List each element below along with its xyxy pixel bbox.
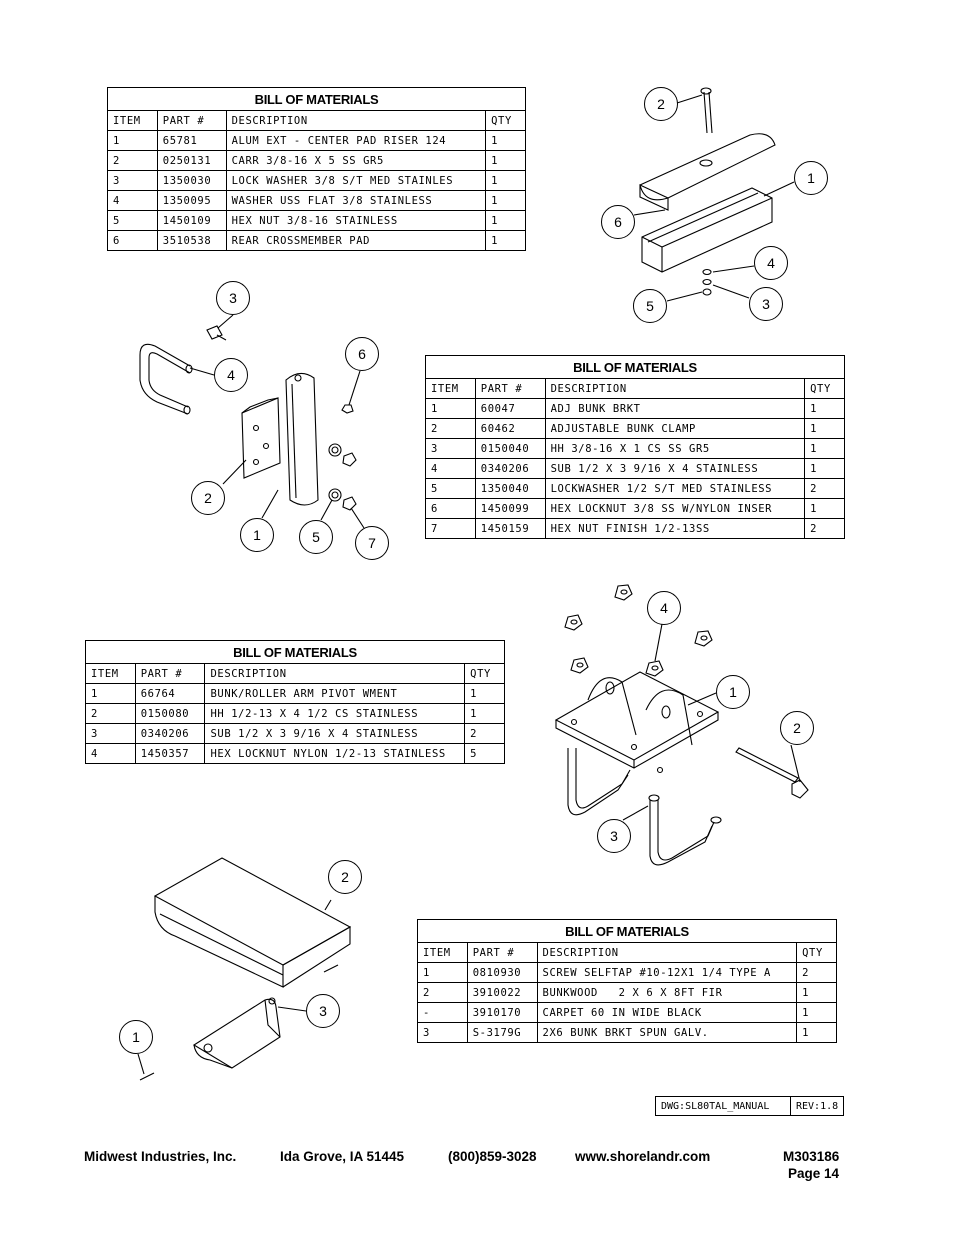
callout-bubble: 2	[780, 711, 814, 745]
drawing-bunkwood	[137, 857, 352, 1081]
footer-website: www.shorelandr.com	[575, 1149, 711, 1164]
footer-city: Ida Grove, IA 51445	[280, 1149, 405, 1164]
footer-page-number: Page 14	[788, 1166, 840, 1181]
footer-doc-number: M303186	[783, 1149, 840, 1164]
callout-bubble: 4	[647, 591, 681, 625]
callout-bubble: 4	[214, 358, 248, 392]
callout-bubble: 5	[633, 289, 667, 323]
callout-bubble: 1	[119, 1020, 153, 1054]
callout-bubble: 3	[306, 994, 340, 1028]
drawing-number: DWG:SL80TAL_MANUAL	[655, 1096, 791, 1116]
col-qty: QTY	[804, 378, 845, 399]
callout-bubble: 6	[345, 337, 379, 371]
col-description: DESCRIPTION	[536, 942, 798, 963]
callout-bubble: 5	[299, 520, 333, 554]
footer-company: Midwest Industries, Inc.	[84, 1149, 237, 1164]
callout-bubble: 2	[644, 87, 678, 121]
callout-bubble: 1	[794, 161, 828, 195]
bom-title: BILL OF MATERIALS	[107, 87, 526, 111]
bom-title: BILL OF MATERIALS	[425, 355, 845, 379]
callout-bubble: 1	[240, 518, 274, 552]
bom-table-2: BILL OF MATERIALS ITEM PART # DESCRIPTIO…	[425, 355, 845, 539]
callout-bubble: 2	[328, 860, 362, 894]
callout-bubble: 3	[749, 287, 783, 321]
revision: REV:1.8	[789, 1096, 845, 1116]
bom-table-3: BILL OF MATERIALS ITEM PART # DESCRIPTIO…	[85, 640, 505, 764]
callout-bubble: 2	[191, 481, 225, 515]
callout-bubble: 7	[355, 526, 389, 560]
bom-title: BILL OF MATERIALS	[417, 919, 837, 943]
bom-title: BILL OF MATERIALS	[85, 640, 505, 664]
drawing-info-box: DWG:SL80TAL_MANUAL REV:1.8	[655, 1096, 845, 1116]
col-part: PART #	[474, 378, 546, 399]
bom-table-1: BILL OF MATERIALS ITEM PART # DESCRIPTIO…	[107, 87, 526, 251]
col-item: ITEM	[107, 110, 158, 131]
drawing-adj-bunk-bracket	[139, 314, 365, 529]
col-qty: QTY	[485, 110, 526, 131]
drawing-center-pad-riser	[633, 87, 795, 302]
col-item: ITEM	[425, 378, 476, 399]
col-item: ITEM	[85, 663, 136, 684]
callout-bubble: 4	[754, 246, 788, 280]
callout-bubble: 3	[597, 819, 631, 853]
col-qty: QTY	[464, 663, 505, 684]
callout-bubble: 3	[216, 281, 250, 315]
callout-bubble: 1	[716, 675, 750, 709]
drawing-pivot-weldment	[554, 584, 809, 866]
col-part: PART #	[466, 942, 538, 963]
callout-bubble: 6	[601, 205, 635, 239]
bom-table-4: BILL OF MATERIALS ITEM PART # DESCRIPTIO…	[417, 919, 837, 1043]
footer-phone: (800)859-3028	[448, 1149, 537, 1164]
